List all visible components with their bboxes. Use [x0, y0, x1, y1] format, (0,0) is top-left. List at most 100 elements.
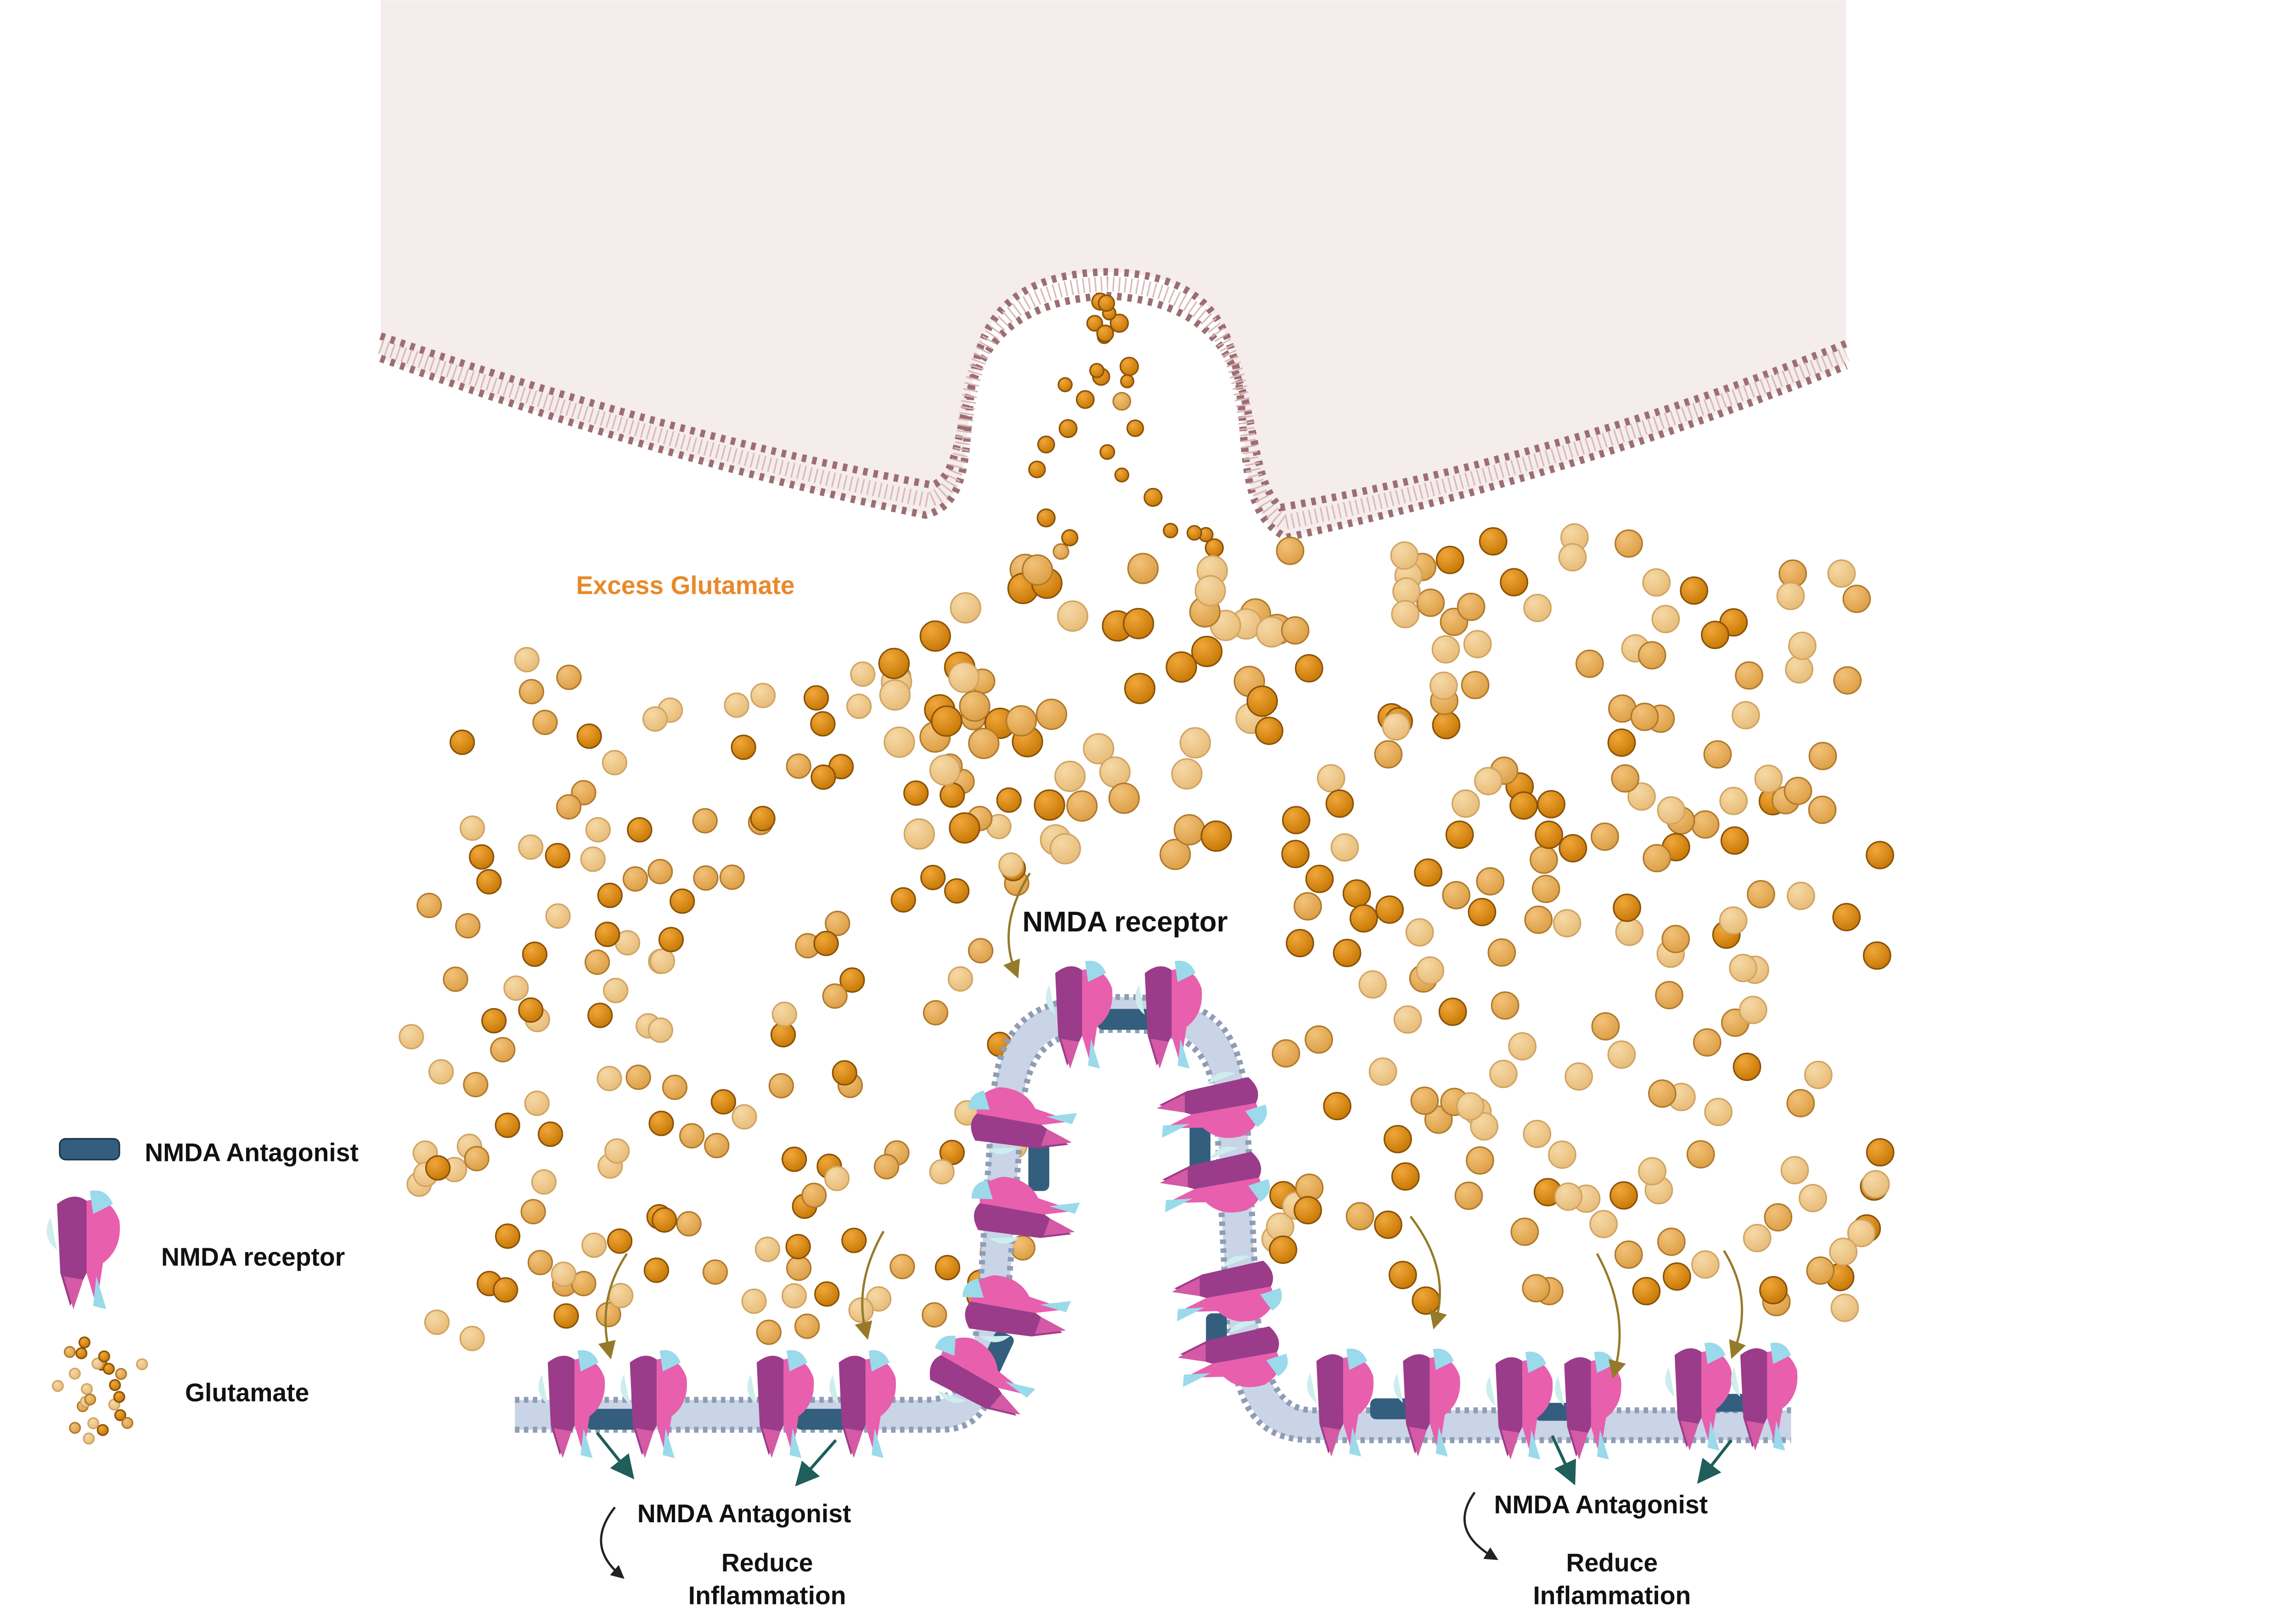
glutamate-molecule: [919, 620, 951, 652]
glutamate-molecule: [595, 921, 620, 947]
glutamate-molecule: [1788, 631, 1817, 660]
legend-glutamate-icon: [51, 1336, 148, 1445]
glutamate-molecule: [545, 843, 570, 869]
glutamate-molecule: [1431, 635, 1460, 664]
glutamate-molecule: [1036, 508, 1056, 527]
glutamate-molecule: [1089, 363, 1105, 378]
glutamate-molecule: [1776, 582, 1805, 611]
glutamate-molecule: [1808, 742, 1837, 770]
glutamate-molecule: [1454, 1181, 1483, 1210]
glutamate-molecule: [1358, 970, 1387, 999]
glutamate-molecule: [1564, 1062, 1593, 1091]
glutamate-molecule: [662, 1074, 688, 1100]
glutamate-molecule: [825, 910, 850, 936]
glutamate-field: [399, 292, 1895, 1351]
glutamate-molecule: [490, 1037, 516, 1063]
glutamate-molecule: [1456, 1092, 1485, 1121]
glutamate-molecule: [944, 878, 970, 904]
glutamate-molecule: [1108, 782, 1140, 814]
glutamate-molecule: [1114, 467, 1130, 482]
glutamate-molecule: [1054, 760, 1086, 792]
glutamate-molecule: [1457, 593, 1486, 621]
glutamate-molecule: [1591, 1012, 1620, 1041]
gold-arrow: [598, 1253, 628, 1360]
glutamate-molecule: [879, 679, 911, 711]
glutamate-molecule: [1305, 1025, 1333, 1054]
glutamate-molecule: [1691, 810, 1720, 839]
glutamate-molecule: [1330, 833, 1359, 862]
glutamate-molecule: [1615, 918, 1644, 946]
glutamate-molecule: [1061, 529, 1079, 547]
glutamate-molecule: [1686, 1140, 1715, 1169]
glutamate-molecule: [841, 1228, 867, 1253]
glutamate-molecule: [1866, 1138, 1895, 1166]
glutamate-molecule: [929, 754, 961, 786]
glutamate-molecule: [1589, 1210, 1618, 1239]
glutamate-molecule: [1662, 1262, 1691, 1291]
glutamate-molecule: [822, 983, 848, 1009]
glutamate-molecule: [416, 892, 442, 918]
glutamate-molecule: [1648, 1079, 1677, 1108]
glutamate-molecule: [1120, 374, 1135, 388]
glutamate-molecule: [1866, 841, 1894, 869]
glutamate-molecule: [1500, 568, 1528, 597]
glutamate-molecule: [710, 1089, 737, 1115]
glutamate-molecule: [1719, 786, 1748, 815]
nmda-receptor: [1153, 1065, 1271, 1150]
glutamate-molecule: [1627, 782, 1656, 811]
glutamate-molecule: [1607, 728, 1636, 757]
glutamate-molecule: [75, 1347, 88, 1359]
gold-arrow: [1723, 1250, 1746, 1359]
glutamate-molecule: [1704, 1098, 1733, 1127]
glutamate-molecule: [1374, 1211, 1402, 1239]
legend-receptor-label: NMDA receptor: [161, 1243, 345, 1271]
glutamate-molecule: [69, 1422, 81, 1434]
glutamate-molecule: [1282, 806, 1311, 835]
glutamate-molecule: [538, 1122, 563, 1147]
glutamate-molecule: [1607, 1040, 1636, 1069]
glutamate-molecule: [692, 808, 718, 834]
glutamate-molecule: [750, 683, 776, 708]
glutamate-molecule: [1523, 1120, 1552, 1148]
glutamate-molecule: [1034, 789, 1065, 821]
glutamate-molecule: [518, 834, 544, 860]
glutamate-molecule: [1442, 881, 1471, 909]
glutamate-molecule: [1393, 1005, 1422, 1034]
glutamate-molecule: [1785, 655, 1813, 684]
glutamate-molecule: [1614, 1240, 1643, 1269]
glutamate-molecule: [1833, 666, 1862, 695]
glutamate-molecule: [1470, 1112, 1499, 1141]
glutamate-molecule: [719, 864, 745, 890]
presynaptic-cell: [378, 0, 1849, 542]
glutamate-molecule: [545, 903, 571, 929]
glutamate-molecule: [647, 1017, 674, 1043]
glutamate-molecule: [84, 1393, 96, 1406]
glutamate-molecule: [1655, 981, 1683, 1009]
glutamate-molecule: [1405, 918, 1434, 947]
glutamate-molecule: [848, 1297, 874, 1323]
glutamate-molecule: [576, 723, 602, 749]
glutamate-molecule: [532, 710, 558, 735]
glutamate-molecule: [1693, 1028, 1722, 1057]
legend: NMDA Antagonist NMDA receptor Glutamate: [46, 1138, 359, 1445]
glutamate-molecule: [1269, 1235, 1297, 1264]
glutamate-molecule: [1611, 764, 1640, 793]
green-arrow: [1697, 1439, 1733, 1484]
glutamate-molecule: [1005, 705, 1037, 737]
glutamate-molecule: [850, 661, 876, 687]
glutamate-molecule: [1487, 938, 1516, 967]
glutamate-molecule: [1733, 1052, 1761, 1081]
glutamate-molecule: [81, 1383, 93, 1395]
glutamate-molecule: [704, 1133, 730, 1159]
glutamate-molecule: [801, 1183, 827, 1208]
glutamate-molecule: [1832, 903, 1861, 931]
glutamate-molecule: [642, 706, 668, 732]
glutamate-molecule: [652, 1207, 677, 1233]
glutamate-molecule: [1022, 554, 1053, 586]
glutamate-molecule: [1333, 939, 1362, 967]
glutamate-molecule: [136, 1358, 148, 1370]
glutamate-molecule: [602, 750, 628, 775]
glutamate-molecule: [1281, 840, 1310, 869]
green-arrow: [1551, 1435, 1576, 1486]
glutamate-molecule: [1531, 875, 1560, 903]
